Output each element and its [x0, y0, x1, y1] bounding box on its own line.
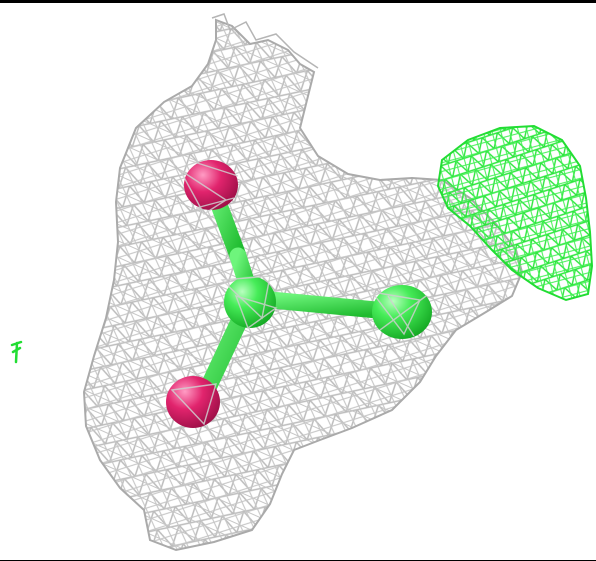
viewport-top-border [0, 0, 596, 3]
small-density-fragment [10, 340, 23, 364]
density-mesh-front-strands [170, 159, 427, 426]
oxygen-atom-2 [166, 376, 220, 428]
oxygen-atom-1 [184, 160, 238, 210]
